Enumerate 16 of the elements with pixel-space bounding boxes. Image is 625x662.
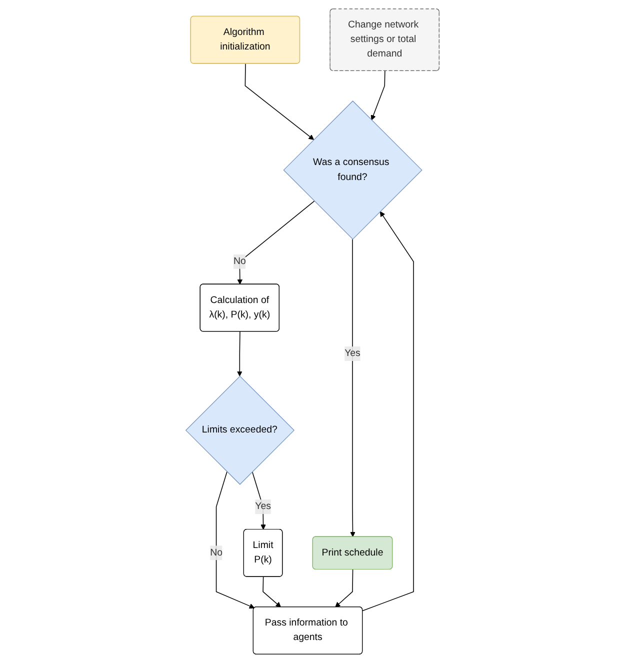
arrow <box>335 568 354 607</box>
arrow <box>244 62 314 140</box>
edge-label: Yes <box>344 348 360 358</box>
arrow <box>362 210 414 611</box>
edge-label: Yes <box>255 500 271 512</box>
arrow <box>216 470 255 608</box>
arrow <box>370 70 386 120</box>
arrow <box>236 330 242 376</box>
node-diamond: Was a consensus found? <box>283 100 422 240</box>
arrow <box>350 238 356 537</box>
edge-label: No <box>233 256 246 266</box>
arrow <box>252 470 266 530</box>
arrow <box>262 576 282 607</box>
node-diamond: Limits exceeded? <box>185 375 294 484</box>
edge-label: No <box>210 546 222 558</box>
arrow <box>237 200 315 284</box>
